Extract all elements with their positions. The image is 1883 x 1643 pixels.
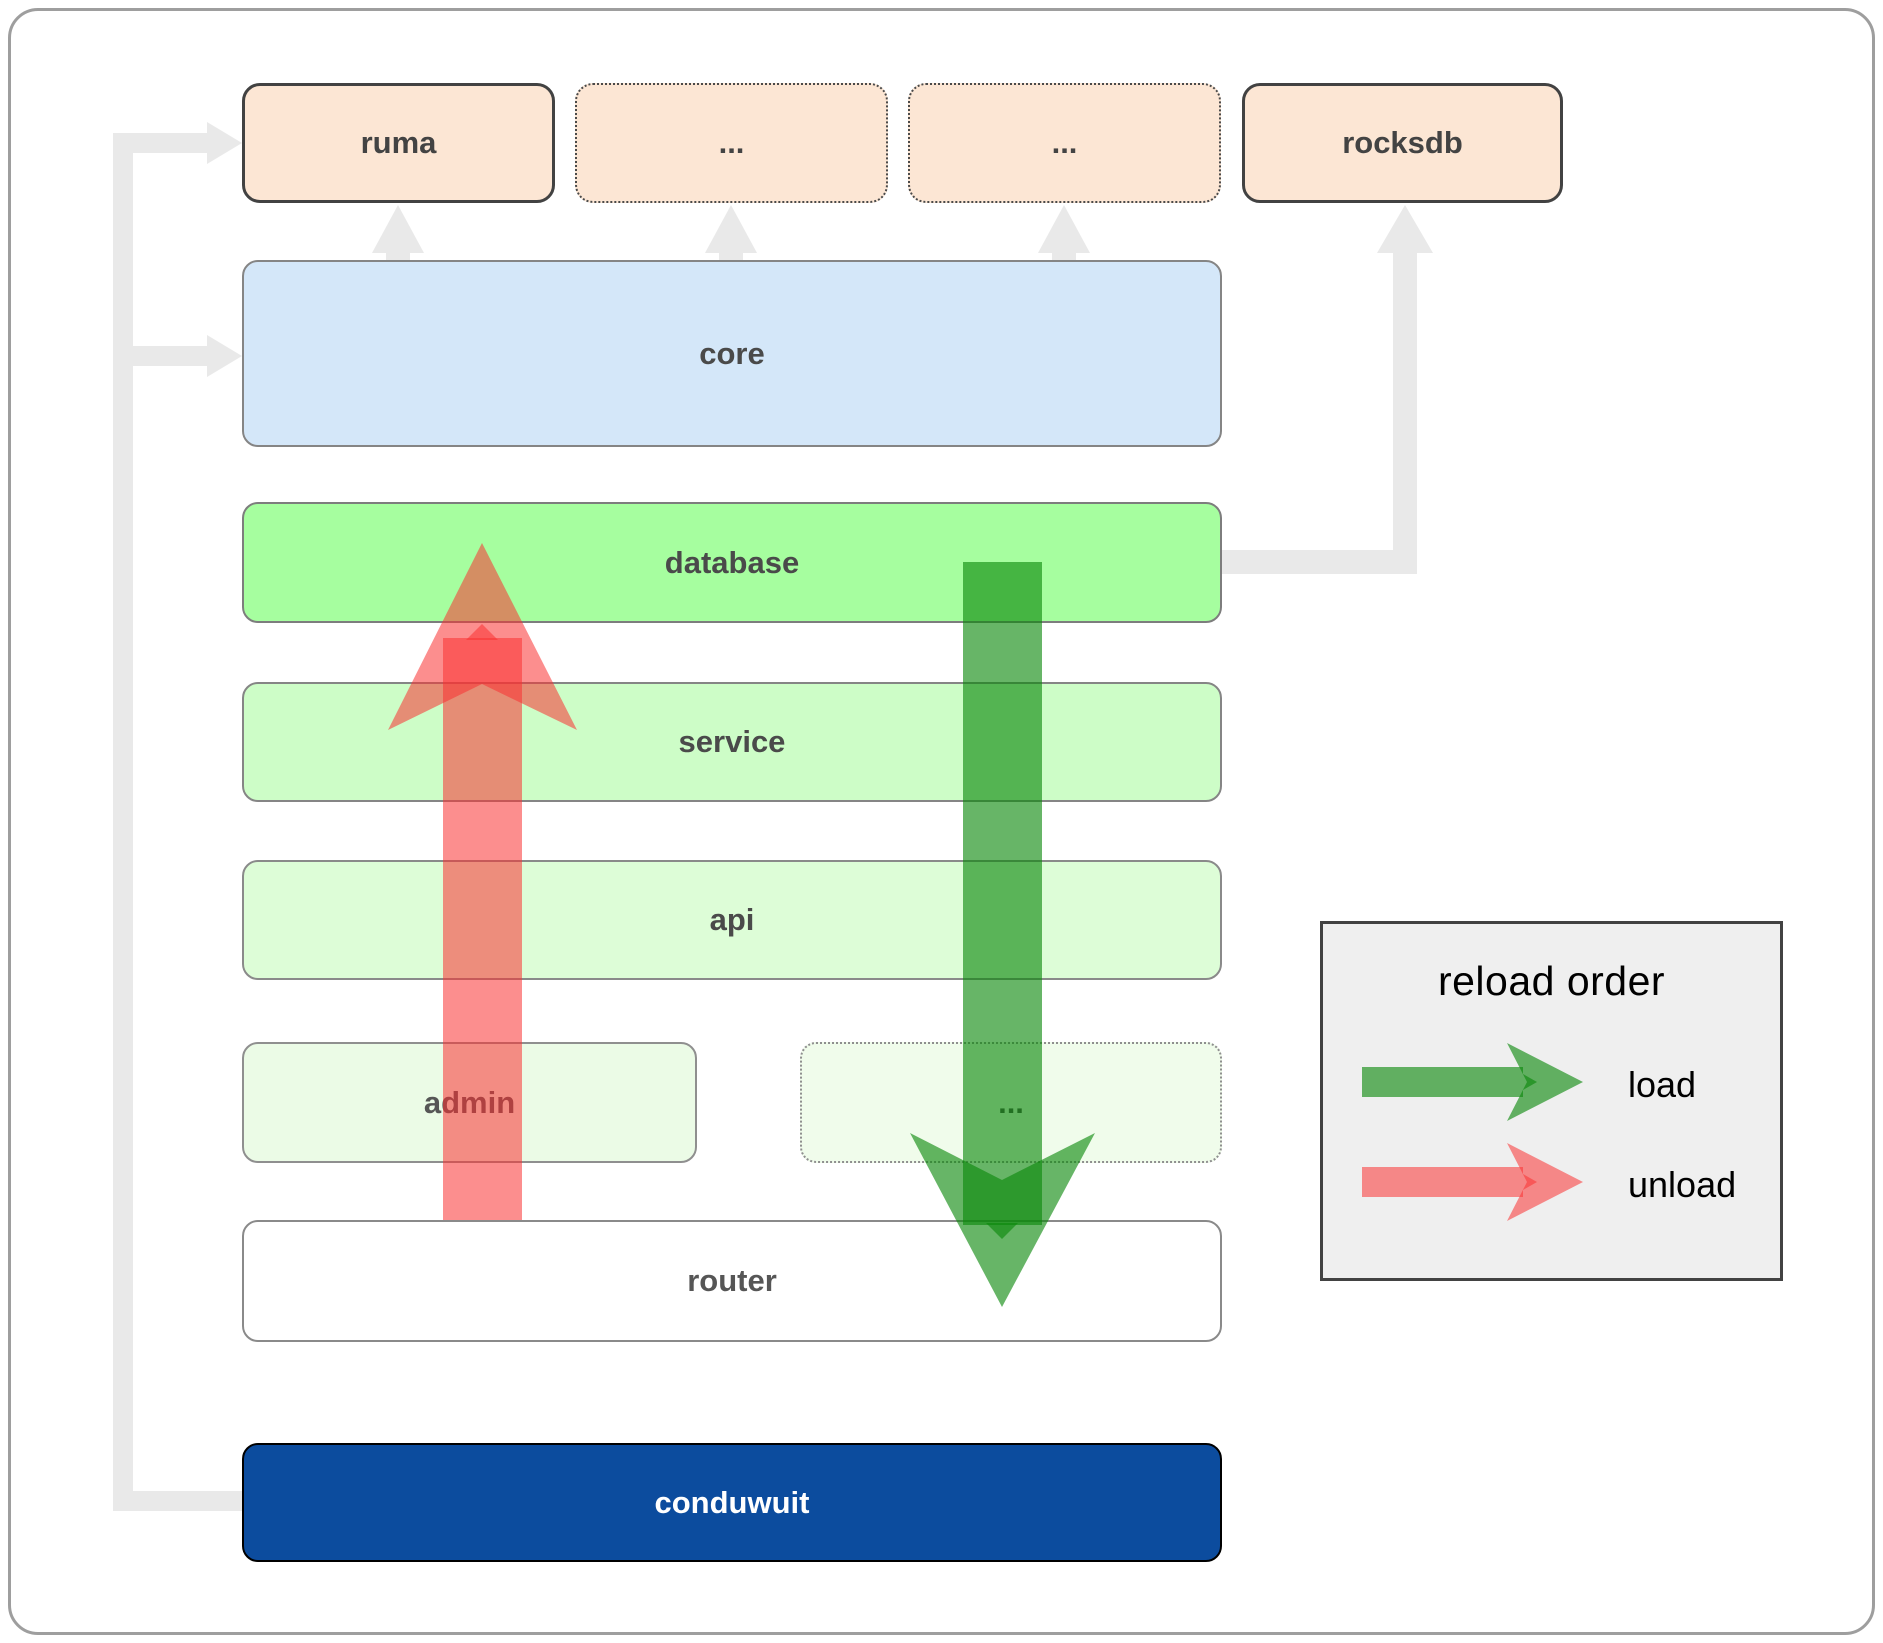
node-top-ellipsis-1: ... (575, 83, 888, 203)
node-core-label: core (699, 335, 765, 371)
node-service-label: service (678, 724, 786, 759)
node-database-label: database (664, 544, 800, 580)
node-ruma-label: ruma (360, 125, 437, 160)
node-admin-ellipsis-label: ... (998, 1084, 1024, 1120)
legend-panel: reload order load unload (1320, 921, 1783, 1281)
node-admin-ellipsis: ... (800, 1042, 1222, 1163)
legend-load-label: load (1628, 1064, 1697, 1105)
node-conduwuit-label: conduwuit (654, 1484, 810, 1520)
node-top-ellipsis-2-label: ... (1051, 125, 1078, 160)
legend-title: reload order (1437, 958, 1666, 1004)
legend-unload-label: unload (1628, 1164, 1737, 1205)
node-core: core (242, 260, 1222, 447)
node-ruma: ruma (242, 83, 555, 203)
diagram-frame (8, 8, 1875, 1635)
node-top-ellipsis-2: ... (908, 83, 1221, 203)
node-admin-label: admin (423, 1084, 516, 1120)
node-service: service (242, 682, 1222, 802)
node-api-label: api (709, 902, 755, 937)
node-database: database (242, 502, 1222, 623)
node-top-ellipsis-1-label: ... (718, 125, 745, 160)
node-rocksdb: rocksdb (1242, 83, 1563, 203)
node-rocksdb-label: rocksdb (1342, 125, 1463, 160)
node-conduwuit: conduwuit (242, 1443, 1222, 1562)
node-router: router (242, 1220, 1222, 1342)
node-router-label: router (687, 1263, 777, 1298)
node-api: api (242, 860, 1222, 980)
node-admin: admin (242, 1042, 697, 1163)
